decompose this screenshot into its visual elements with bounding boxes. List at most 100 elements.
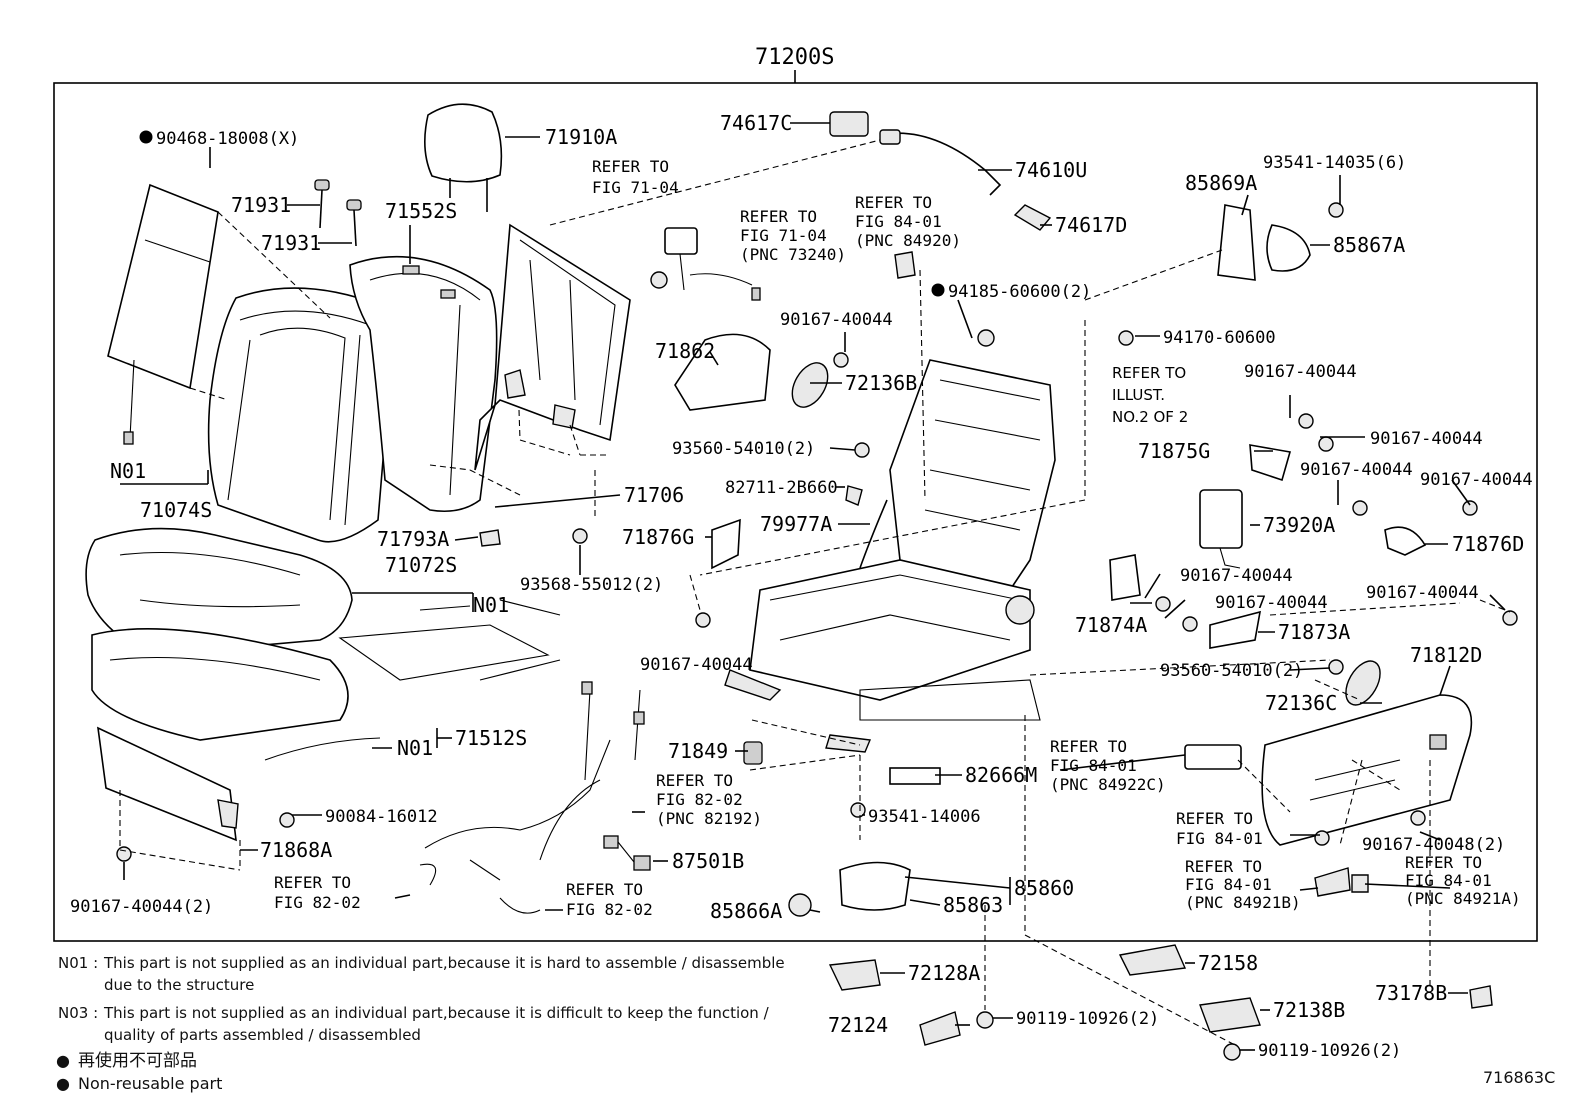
- part-label[interactable]: 72124: [828, 1013, 888, 1037]
- part-label[interactable]: 71074S: [140, 498, 212, 522]
- part-label[interactable]: 73920A: [1263, 513, 1335, 537]
- reference-notes: REFER TO FIG 71-04 REFER TO FIG 71-04 (P…: [274, 157, 1521, 919]
- part-label[interactable]: 87501B: [672, 849, 744, 873]
- motor-assembly: [743, 741, 941, 917]
- part-label[interactable]: 74617C: [720, 111, 792, 135]
- reference-block[interactable]: REFER TO ILLUST. NO.2 OF 2: [1112, 364, 1191, 426]
- part-label[interactable]: 74610U: [1015, 158, 1087, 182]
- part-label[interactable]: 90119-10926(2): [1016, 1009, 1159, 1029]
- part-label[interactable]: 71873A: [1278, 620, 1350, 644]
- part-label[interactable]: 71875G: [1138, 439, 1210, 463]
- part-label[interactable]: 90119-10926(2): [1258, 1041, 1401, 1061]
- note-line: due to the structure: [104, 976, 254, 994]
- non-reusable-bullet: [139, 130, 153, 144]
- part-label[interactable]: 90167-40044: [1420, 470, 1533, 490]
- recliner-knob-c: [1345, 660, 1381, 706]
- part-labels: 90468-18008(X) 71931 71931 71552S 71910A…: [70, 111, 1533, 1061]
- part-label[interactable]: 73178B: [1375, 981, 1447, 1005]
- reference-block[interactable]: REFER TO FIG 84-01 (PNC 84921A): [1405, 853, 1521, 908]
- part-label[interactable]: 90468-18008(X): [156, 129, 299, 149]
- part-label[interactable]: 79977A: [760, 512, 832, 536]
- part-label[interactable]: N01: [110, 459, 146, 483]
- part-label[interactable]: 71931: [231, 193, 291, 217]
- power-seat-switch: [1184, 744, 1242, 770]
- part-label[interactable]: 82711-2B660: [725, 478, 838, 498]
- part-label[interactable]: 72158: [1198, 951, 1258, 975]
- part-label[interactable]: 90167-40044(2): [70, 897, 213, 917]
- part-label[interactable]: 71862: [655, 339, 715, 363]
- part-label[interactable]: 90167-40044: [780, 310, 893, 330]
- part-label[interactable]: 85869A: [1185, 171, 1257, 195]
- part-label[interactable]: 93541-14006: [868, 807, 981, 827]
- part-label[interactable]: 93560-54010(2): [1160, 661, 1303, 681]
- reference-block[interactable]: REFER TO FIG 84-01: [1176, 809, 1263, 848]
- part-label[interactable]: 71072S: [385, 553, 457, 577]
- drawings: [85, 103, 1518, 1061]
- legend-text: 再使用不可部品: [78, 1050, 197, 1071]
- legend-text: Non-reusable part: [78, 1074, 222, 1093]
- part-label[interactable]: 72136B: [845, 371, 917, 395]
- side-airbag: [1199, 489, 1243, 569]
- part-label[interactable]: 90167-40044: [1366, 583, 1479, 603]
- bracket-71862: [674, 333, 771, 411]
- part-label[interactable]: 90167-40044: [1300, 460, 1413, 480]
- part-label[interactable]: 93560-54010(2): [672, 439, 815, 459]
- reference-block[interactable]: REFER TO FIG 71-04: [592, 157, 679, 197]
- side-shield-71812D: [1261, 694, 1473, 846]
- part-label[interactable]: 71512S: [455, 726, 527, 750]
- part-label[interactable]: 93541-14035(6): [1263, 153, 1406, 173]
- part-label[interactable]: 90167-40048(2): [1362, 835, 1505, 855]
- part-label[interactable]: 90167-40044: [640, 655, 753, 675]
- part-label[interactable]: N01: [397, 736, 433, 760]
- part-label[interactable]: 71931: [261, 231, 321, 255]
- part-label[interactable]: 90167-40044: [1180, 566, 1293, 586]
- part-label[interactable]: 71849: [668, 739, 728, 763]
- part-label[interactable]: 72138B: [1273, 998, 1345, 1022]
- note-line: This part is not supplied as an individu…: [103, 1004, 770, 1022]
- part-label[interactable]: 71876G: [622, 525, 694, 549]
- note-code: N01 :: [58, 954, 98, 972]
- reference-block[interactable]: REFER TO FIG 82-02 (PNC 82192): [656, 771, 762, 828]
- part-label[interactable]: 90084-16012: [325, 807, 438, 827]
- part-label[interactable]: 90167-40044: [1215, 593, 1328, 613]
- part-label[interactable]: 90167-40044: [1370, 429, 1483, 449]
- part-label[interactable]: 71793A: [377, 527, 449, 551]
- part-label[interactable]: 71910A: [545, 125, 617, 149]
- part-label[interactable]: N01: [473, 593, 509, 617]
- reference-block[interactable]: REFER TO FIG 84-01 (PNC 84922C): [1050, 737, 1166, 794]
- part-label[interactable]: 71552S: [385, 199, 457, 223]
- part-label[interactable]: 90167-40044: [1244, 362, 1357, 382]
- cover-71876D: [1384, 526, 1427, 556]
- part-label[interactable]: 71706: [624, 483, 684, 507]
- headrest: [424, 103, 503, 212]
- part-label[interactable]: 93568-55012(2): [520, 575, 663, 595]
- part-label[interactable]: 71876D: [1452, 532, 1524, 556]
- cover-71875G: [1249, 444, 1292, 482]
- reference-block[interactable]: REFER TO FIG 82-02: [566, 880, 653, 919]
- part-label[interactable]: 71812D: [1410, 643, 1482, 667]
- strap-79977A: [859, 499, 888, 569]
- part-label[interactable]: 85867A: [1333, 233, 1405, 257]
- part-label[interactable]: 82666M: [965, 763, 1037, 787]
- reference-block[interactable]: REFER TO FIG 84-01 (PNC 84921B): [1185, 857, 1301, 912]
- part-label[interactable]: 71874A: [1075, 613, 1147, 637]
- part-label[interactable]: 85866A: [710, 899, 782, 923]
- part-label[interactable]: 85863: [943, 893, 1003, 917]
- note-line: This part is not supplied as an individu…: [103, 954, 785, 972]
- seat-frame: [724, 359, 1056, 753]
- part-label[interactable]: 71868A: [260, 838, 332, 862]
- part-label[interactable]: 72136C: [1265, 691, 1337, 715]
- bracket-71873A: [1209, 610, 1262, 649]
- seat-belt-buckle: [664, 227, 761, 301]
- reference-block[interactable]: REFER TO FIG 84-01 (PNC 84920): [855, 193, 961, 250]
- reference-block[interactable]: REFER TO FIG 71-04 (PNC 73240): [740, 207, 846, 264]
- part-label[interactable]: 85860: [1014, 876, 1074, 900]
- part-label[interactable]: 94170-60600: [1163, 328, 1276, 348]
- part-label[interactable]: 72128A: [908, 961, 980, 985]
- part-label[interactable]: 74617D: [1055, 213, 1127, 237]
- leader-lines: [120, 122, 1506, 1051]
- part-label[interactable]: 94185-60600(2): [948, 282, 1091, 302]
- assembly-label[interactable]: 71200S: [755, 45, 834, 70]
- reference-block[interactable]: REFER TO FIG 82-02: [274, 873, 361, 912]
